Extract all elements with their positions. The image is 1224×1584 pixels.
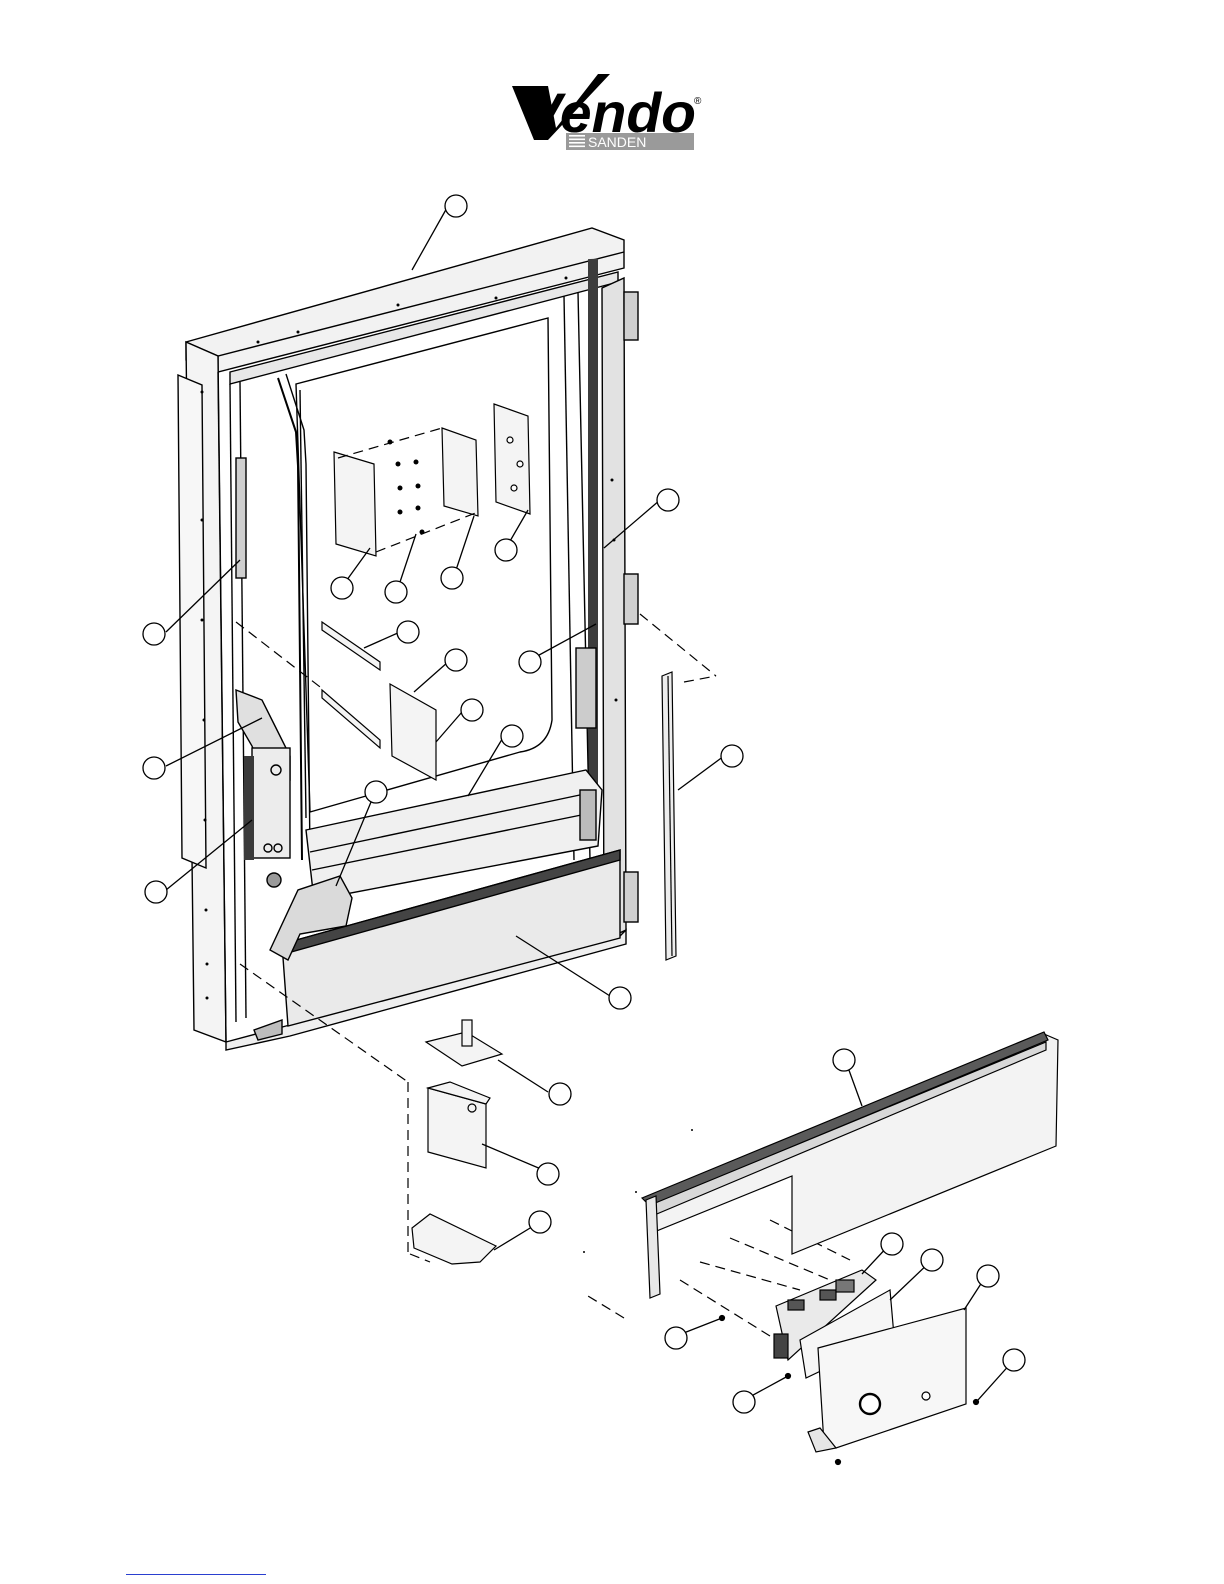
logo-registered-mark: ® — [694, 96, 702, 107]
callout-bubble — [461, 699, 483, 721]
callout-bubble — [881, 1233, 903, 1255]
callout-bubble — [833, 1049, 855, 1071]
callout-bubble — [733, 1391, 755, 1413]
callout-bubble — [721, 745, 743, 767]
vendo-sanden-logo: Vendo ® SANDEN — [512, 74, 702, 150]
callout-bubble — [331, 577, 353, 599]
callout-bubble — [501, 725, 523, 747]
callout-bubble — [549, 1083, 571, 1105]
callout-bubble — [385, 581, 407, 603]
callout-bubble — [537, 1163, 559, 1185]
header-panel-assembly — [642, 1032, 1058, 1465]
callout-bubble — [445, 649, 467, 671]
callout-bubble — [441, 567, 463, 589]
callout-bubble — [495, 539, 517, 561]
callout-bubble — [665, 1327, 687, 1349]
callout-bubble — [145, 881, 167, 903]
callout-bubble — [365, 781, 387, 803]
bracket-parts — [412, 1020, 502, 1264]
callout-bubble — [519, 651, 541, 673]
callout-bubble — [143, 757, 165, 779]
vertical-bar-part — [662, 672, 676, 960]
footer-link-underline[interactable] — [126, 1574, 266, 1575]
callout-bubble — [609, 987, 631, 1009]
callout-bubble — [921, 1249, 943, 1271]
callout-bubble — [977, 1265, 999, 1287]
callout-bubble — [657, 489, 679, 511]
logo-sub-brand: SANDEN — [588, 134, 646, 150]
callout-bubble — [445, 195, 467, 217]
callout-bubble — [397, 621, 419, 643]
callout-bubble — [1003, 1349, 1025, 1371]
callout-bubble — [143, 623, 165, 645]
callout-bubble — [529, 1211, 551, 1233]
